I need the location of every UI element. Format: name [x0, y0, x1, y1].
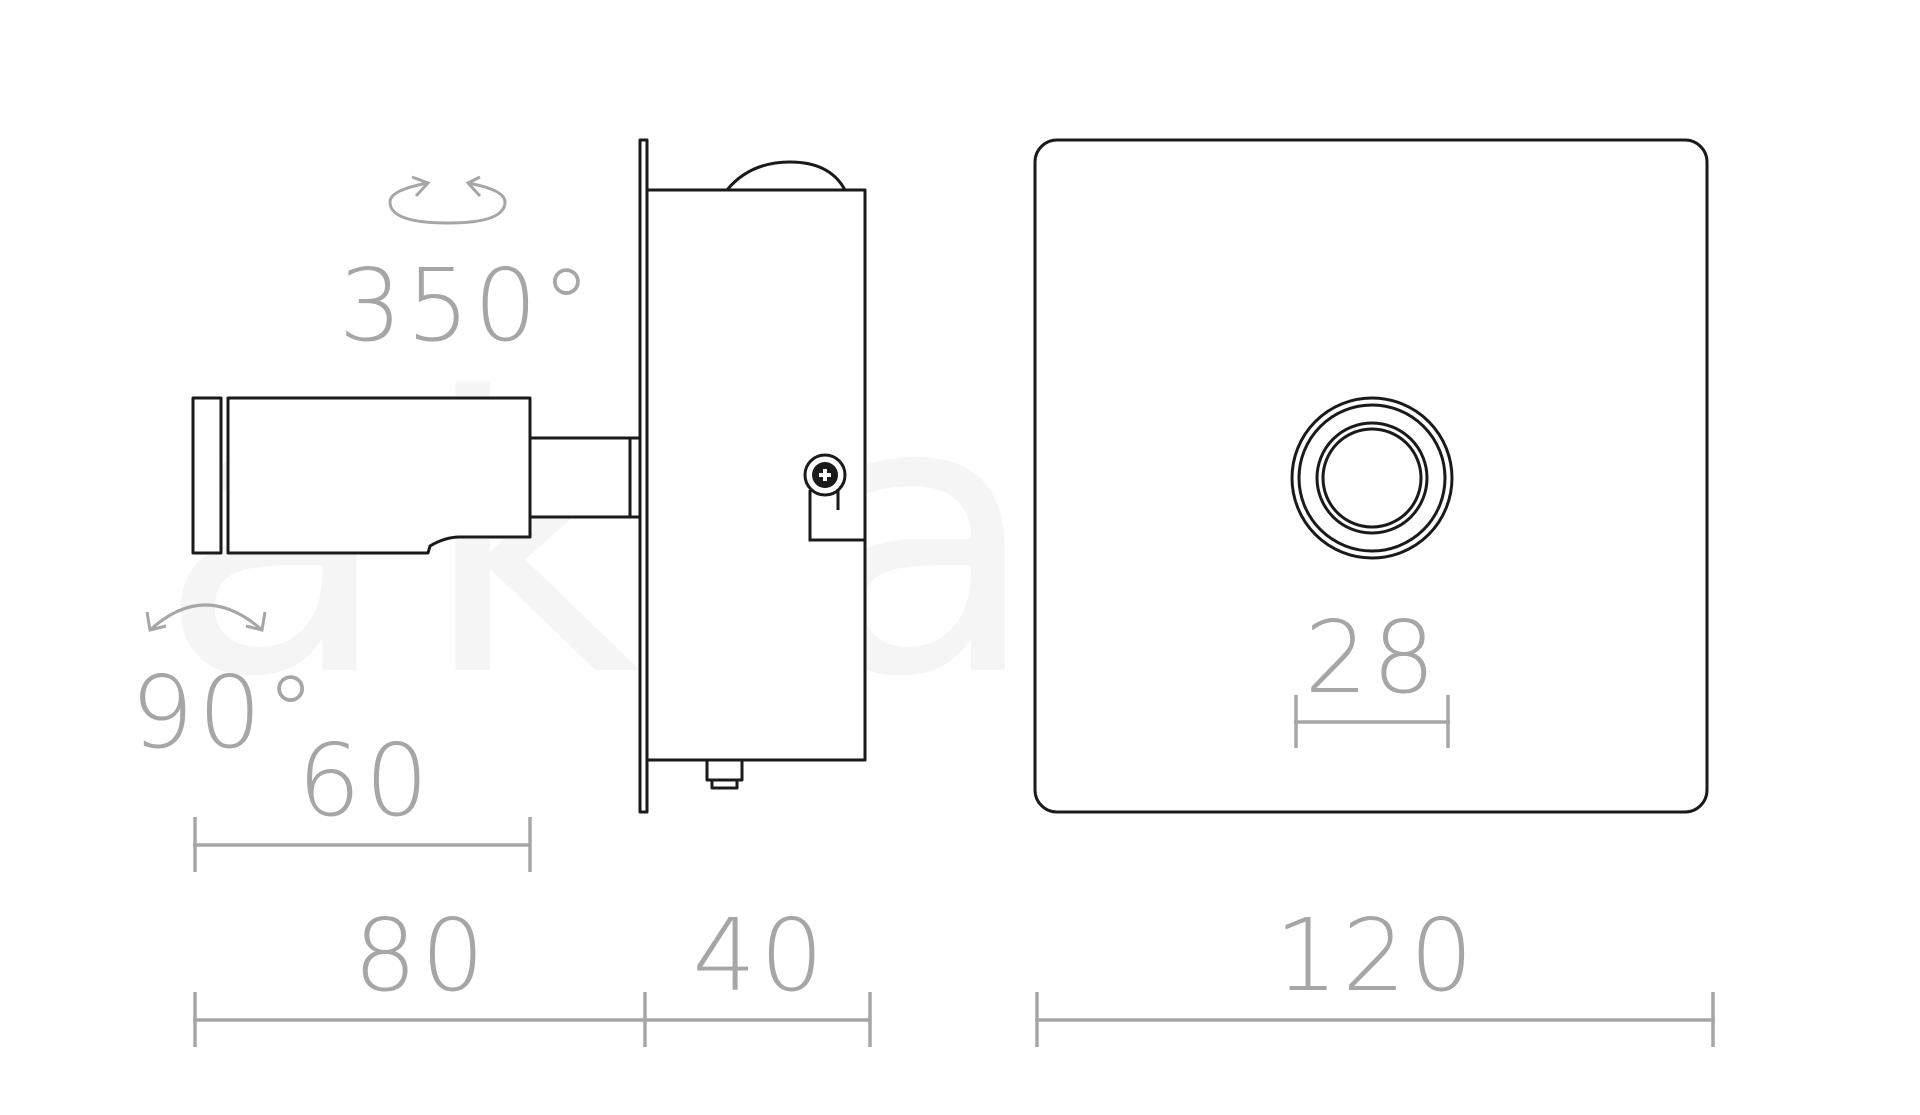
bottom-clip [705, 758, 744, 782]
tilt-arrow-right-icon [245, 611, 267, 632]
dimension-lens-diameter: 28 [1294, 599, 1450, 748]
head-length-label: 60 [297, 722, 432, 839]
dimension-arm-depth: 80 [193, 897, 647, 1047]
rotation-arrow-left-icon [411, 175, 431, 198]
vertical-rotation-label: 90° [130, 654, 319, 771]
lens-core [1321, 427, 1423, 529]
bottom-clip-tip [710, 778, 739, 790]
box-depth-label: 40 [692, 897, 827, 1014]
recessed-box [645, 188, 867, 762]
lamp-head-front-ring [191, 396, 223, 555]
tilt-arrow-left-icon [145, 611, 167, 632]
arm-depth-label: 80 [353, 897, 488, 1014]
lens-middle-ring [1297, 403, 1447, 553]
side-view [191, 138, 867, 814]
lens-diameter-label: 28 [1304, 599, 1439, 716]
screw-cross-icon [819, 469, 831, 481]
rotation-arrow-right-icon [465, 175, 482, 198]
rotation-ellipse-icon [388, 181, 507, 225]
tilt-arc-icon [148, 603, 263, 632]
lamp-arm [528, 436, 645, 519]
lens-inner-ring [1315, 421, 1429, 535]
screw-bracket [808, 490, 865, 542]
dimension-head-length: 60 [193, 722, 532, 872]
dimension-box-depth: 40 [645, 897, 872, 1047]
vertical-rotation-indicator: 90° [130, 603, 319, 771]
front-plate [1033, 138, 1709, 814]
plate-width-label: 120 [1275, 897, 1478, 1014]
lamp-head-body [226, 396, 532, 555]
top-knob [725, 160, 847, 192]
lens-outer-ring [1290, 396, 1454, 560]
horizontal-rotation-label: 350° [339, 247, 596, 364]
horizontal-rotation-indicator: 350° [339, 175, 596, 364]
front-view [1033, 138, 1709, 814]
dimension-plate-width: 120 [1035, 897, 1715, 1047]
